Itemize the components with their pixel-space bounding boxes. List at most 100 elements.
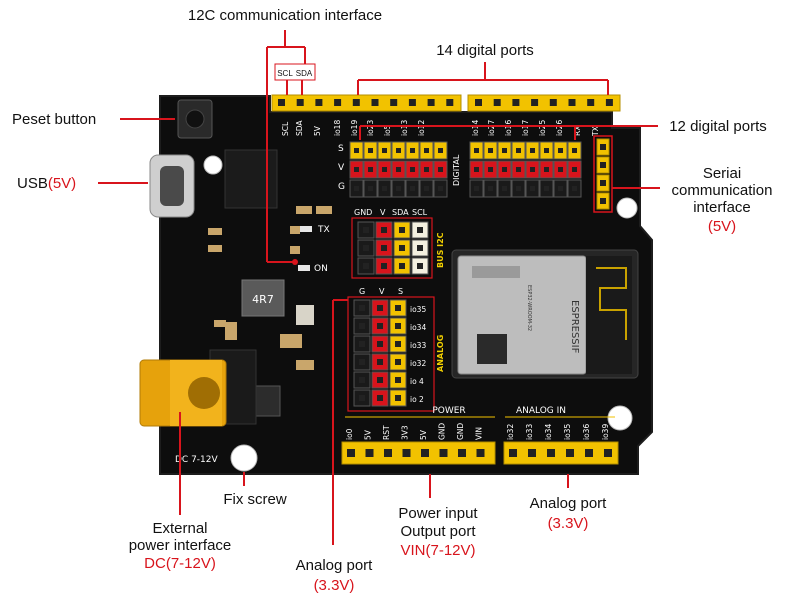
pin-hole <box>396 148 401 153</box>
top-pin-label: 5V <box>313 125 322 136</box>
power-pin-label: VIN <box>475 427 484 440</box>
pin-hole <box>439 449 448 457</box>
pin-hole <box>512 99 520 106</box>
pin-hole <box>399 263 405 269</box>
serial-header[interactable] <box>596 138 610 210</box>
pin-hole <box>396 186 401 191</box>
pin-hole <box>359 359 365 365</box>
smd-components <box>208 206 332 370</box>
top-pin-label: io18 <box>333 120 342 136</box>
pin-hole <box>502 148 507 153</box>
pin-hole <box>516 186 521 191</box>
pin-hole <box>531 99 539 106</box>
ext-line1: External <box>152 520 207 537</box>
pin-hole <box>334 99 342 106</box>
power-pin-label: 3V3 <box>401 425 410 440</box>
on-label: ON <box>314 264 328 274</box>
analog-in-pin-label: io35 <box>563 424 572 440</box>
fix-screw-label: Fix screw <box>223 491 287 508</box>
pin-hole <box>572 148 577 153</box>
pin-hole <box>382 186 387 191</box>
pin-hole <box>558 186 563 191</box>
pin-hole <box>359 377 365 383</box>
pin-hole <box>600 144 606 150</box>
mount-hole-br <box>607 405 633 431</box>
reset-button[interactable] <box>177 99 213 139</box>
top-pin-label: io17 <box>521 120 530 136</box>
bus-gnd: GND <box>354 208 372 217</box>
analog-in-header[interactable] <box>503 441 619 465</box>
pin-hole <box>395 377 401 383</box>
regulator <box>251 385 281 417</box>
pin-hole <box>568 99 576 106</box>
pin-hole <box>382 167 387 172</box>
top-pin-label: io25 <box>538 120 547 136</box>
analog-gvs-header[interactable] <box>353 299 407 407</box>
power-pin-label: 5V <box>419 429 428 440</box>
pin-hole <box>359 323 365 329</box>
analog-io32: io32 <box>410 359 426 368</box>
pin-hole <box>558 148 563 153</box>
sl-sda-box <box>274 63 316 81</box>
reset-label: Peset button <box>12 111 96 128</box>
bus-i2c-header[interactable] <box>357 221 429 275</box>
pin-hole <box>399 245 405 251</box>
usb-c-port[interactable] <box>149 154 195 218</box>
digital-label: DIGITAL <box>452 154 461 186</box>
pin-hole <box>544 167 549 172</box>
top-pin-label: io5 <box>383 124 392 136</box>
serial-line1: Seriai <box>703 165 741 182</box>
power-voltage: VIN(7-12V) <box>400 542 475 559</box>
pin-hole <box>381 245 387 251</box>
pin-hole <box>488 148 493 153</box>
module-brand: ESPRESSIF <box>569 300 580 354</box>
dc-power-jack[interactable] <box>139 349 257 427</box>
module-model: ESP32-WROOM-32 <box>526 285 532 331</box>
i2c-title: 12C communication interface <box>188 7 382 24</box>
pin-hole <box>417 263 423 269</box>
digital12-label: 12 digital ports <box>669 118 767 135</box>
pin-hole <box>502 167 507 172</box>
pin-hole <box>381 227 387 233</box>
analog-io4: io 4 <box>410 377 424 386</box>
analog-io33: io33 <box>410 341 426 350</box>
pin-hole <box>278 99 285 106</box>
top-pin-label: io14 <box>471 120 480 136</box>
top-pin-label: io23 <box>366 120 375 136</box>
pin-hole <box>558 167 563 172</box>
pin-hole <box>315 99 323 106</box>
sda-label: SDA <box>296 69 313 78</box>
mount-hole-tr <box>616 197 638 219</box>
serial-frame <box>593 135 613 213</box>
analog-io34: io34 <box>410 323 426 332</box>
dc-label: DC 7-12V <box>175 455 219 465</box>
pin-hole <box>296 99 304 106</box>
digital-sv-header-left[interactable] <box>349 141 448 198</box>
inductor <box>241 279 285 317</box>
pin-hole <box>354 186 359 191</box>
pin-hole <box>424 148 429 153</box>
pin-hole <box>384 449 392 457</box>
pin-hole <box>475 99 482 106</box>
analog-in-title: ANALOG IN <box>516 406 566 416</box>
top-pin-label: TX <box>591 126 600 137</box>
top-header-right[interactable] <box>467 94 621 112</box>
power-header[interactable] <box>341 441 496 465</box>
pin-hole <box>417 245 423 251</box>
analog-s: S <box>398 287 403 296</box>
pin-hole <box>600 198 606 204</box>
digital-sv-header-right[interactable] <box>469 141 582 198</box>
analog-g: G <box>359 287 365 296</box>
pin-hole <box>528 449 536 457</box>
pin-hole <box>354 167 359 172</box>
pin-hole <box>544 148 549 153</box>
pin-hole <box>395 341 401 347</box>
pin-hole <box>410 148 415 153</box>
pin-hole <box>516 148 521 153</box>
pin-hole <box>474 186 479 191</box>
analog-side-label: ANALOG <box>436 335 445 372</box>
analog-in-pin-label: io34 <box>544 424 553 440</box>
pin-hole <box>566 449 574 457</box>
bus-v: V <box>380 208 386 217</box>
